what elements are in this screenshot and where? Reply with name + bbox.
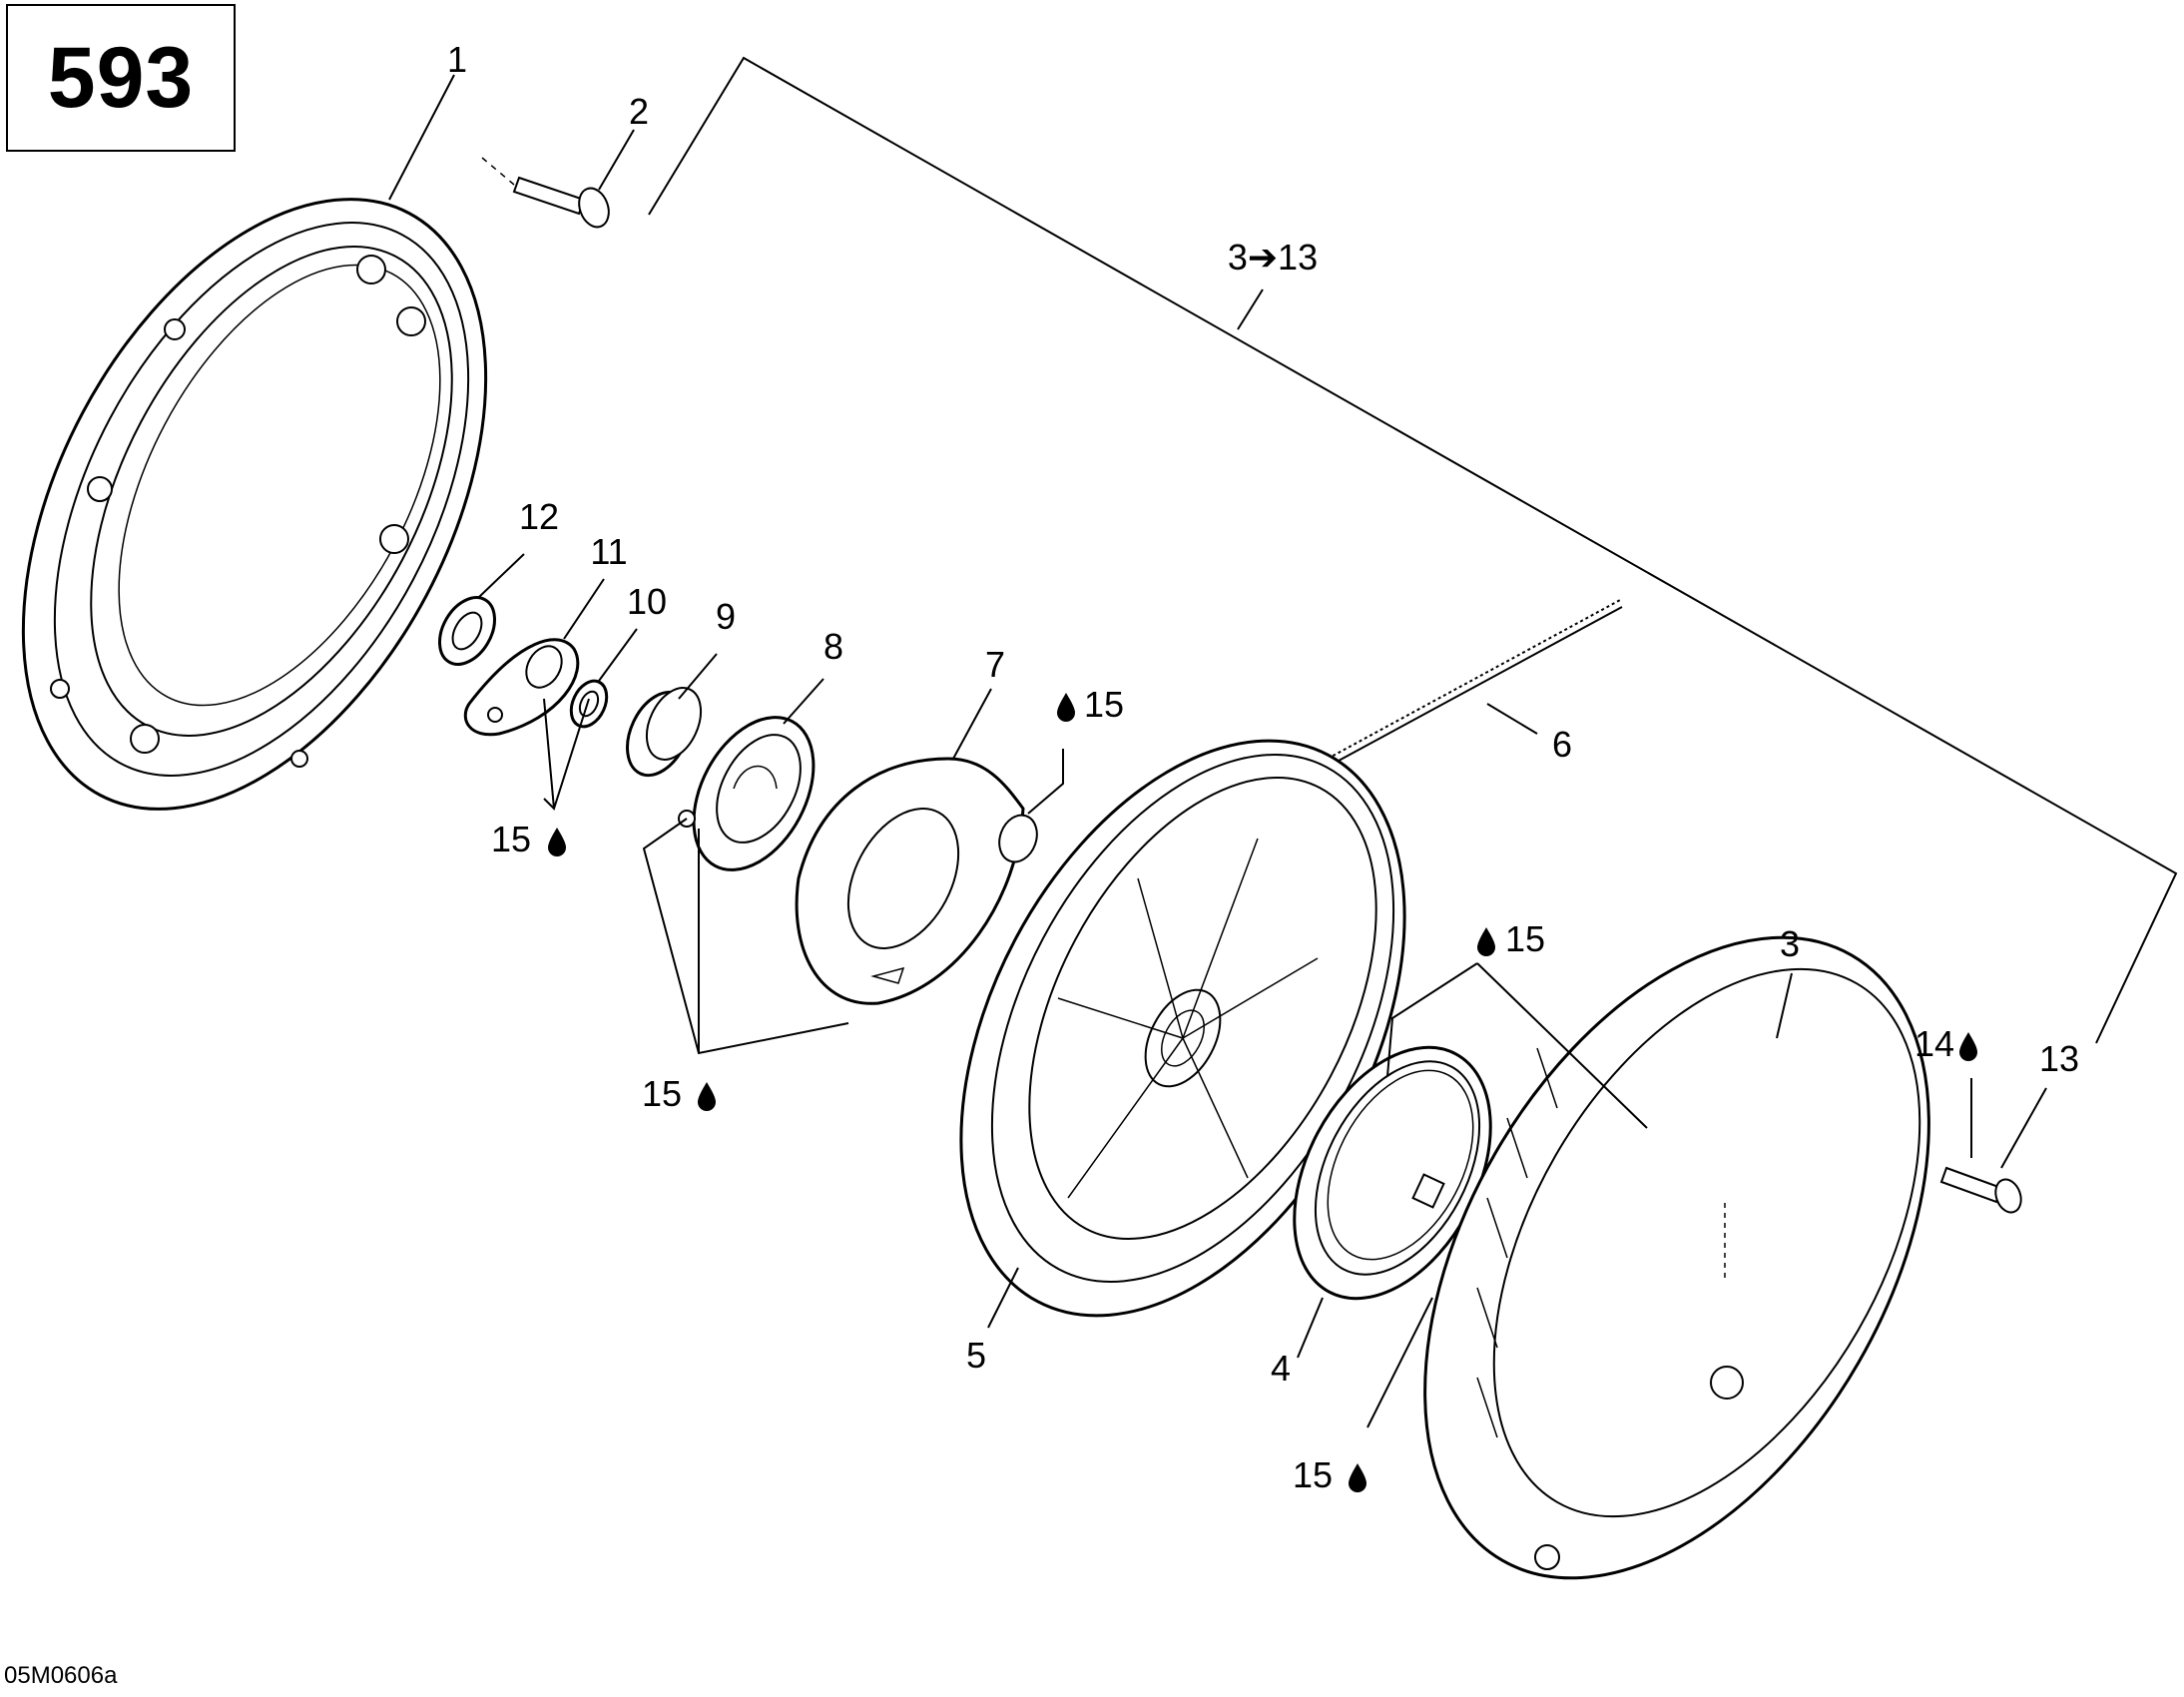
oil-drop-icon	[1959, 1032, 1977, 1061]
part-13-screw	[1939, 1166, 2022, 1214]
assembly-bracket	[648, 56, 2178, 1044]
oil-drop-icon	[548, 828, 566, 856]
callout-3-13: 3➔13	[1228, 237, 1318, 278]
oil-drop-icon	[1057, 693, 1075, 722]
leader-lines	[388, 74, 2047, 1428]
part-8-spring-cam	[678, 716, 816, 871]
part-11-flange	[463, 638, 580, 737]
callout-4: 4	[1271, 1348, 1291, 1389]
callout-11: 11	[590, 531, 627, 572]
part-4-recoil-spring	[1293, 1045, 1492, 1301]
oil-drop-icon	[1349, 1463, 1366, 1492]
callout-2: 2	[629, 91, 649, 132]
callout-13: 13	[2039, 1038, 2079, 1079]
callout-15-e: 15	[1293, 1454, 1333, 1495]
callout-15-d: 15	[1505, 918, 1545, 959]
part-9-bushing	[626, 687, 703, 778]
callout-3: 3	[1780, 923, 1800, 964]
callout-15-c: 15	[642, 1073, 682, 1114]
callout-labels: 1 2 3➔13 12 11 10 9 8 7 15 6 15 15 15 3 …	[447, 39, 2079, 1495]
part-2-screw	[481, 157, 610, 229]
oil-drop-icon	[698, 1082, 716, 1111]
callout-5: 5	[966, 1335, 986, 1376]
callout-8: 8	[823, 626, 843, 667]
callout-1: 1	[447, 39, 467, 80]
callout-14: 14	[1914, 1023, 1954, 1064]
part-3-starter-cover	[1423, 935, 1930, 1580]
callout-15-a: 15	[1084, 684, 1124, 725]
part-10-washer	[569, 679, 609, 729]
part-12-retainer	[438, 596, 496, 666]
page-number-box: 593	[6, 4, 236, 152]
part-7-pawl-plate	[795, 757, 1038, 1005]
part-5-pulley	[959, 739, 1406, 1318]
callout-10: 10	[627, 581, 667, 622]
callout-12: 12	[519, 496, 559, 537]
oil-drop-icon	[1477, 927, 1495, 956]
part-6-rope	[1327, 598, 1623, 768]
part-1-housing-ring	[21, 198, 488, 811]
callout-15-b: 15	[491, 819, 531, 859]
callout-6: 6	[1552, 724, 1572, 765]
page-number: 593	[47, 29, 195, 126]
callout-9: 9	[716, 596, 736, 637]
callout-7: 7	[985, 644, 1005, 685]
reference-code: 05M0606a	[4, 1662, 118, 1689]
